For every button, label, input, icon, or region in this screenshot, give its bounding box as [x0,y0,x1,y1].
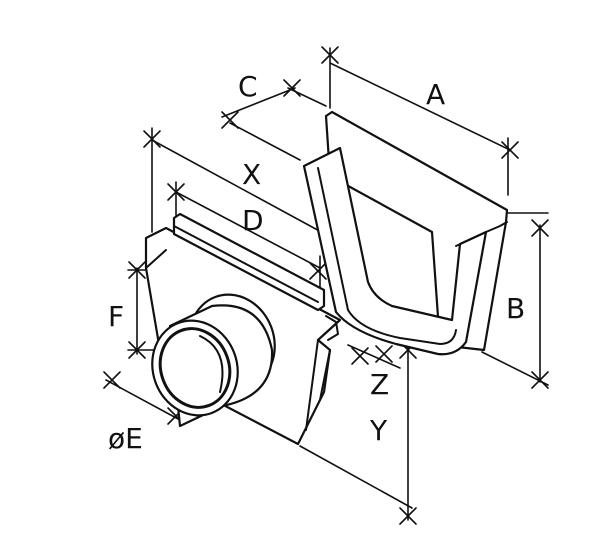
tick [128,261,146,279]
dimension-ticks [103,46,549,525]
dim-a-line [329,62,511,151]
dim-b-ext [481,351,549,386]
end-cap-lip [455,231,487,247]
tick [221,111,239,129]
label-b: B [506,292,525,325]
tick [351,347,369,365]
label-a: A [426,78,445,111]
label-f: F [108,300,124,333]
tick [143,130,161,148]
pipe-spigot [151,293,276,428]
label-z: Z [370,368,389,401]
outlet-side-face [305,339,331,431]
pipe-inner-ring [158,327,232,409]
tick [531,371,549,389]
tick [531,219,549,237]
dim-c-ext [229,122,301,161]
end-cap-inner-line [317,167,457,345]
tick [501,141,519,159]
label-y: Y [369,414,388,447]
tick [128,341,146,359]
pipe-inner-shadow [199,335,224,393]
label-e: øE [108,422,143,455]
dim-z-line [347,344,401,369]
tick [399,507,417,525]
tick [103,371,121,389]
end-cap-channel [302,146,488,356]
tick [283,79,301,97]
dimension-labels: A B C D øE F X Y Z [108,70,525,455]
label-d: D [242,204,264,237]
outlet-top-rail-edge [173,225,319,303]
tick [167,183,185,201]
label-c: C [238,70,258,103]
dim-y-ext [299,445,413,509]
label-x: X [242,158,261,191]
tick [321,46,339,64]
outlet-side-edge [145,249,167,269]
end-cap-lip [485,221,508,233]
dim-x-line [151,139,337,241]
dim-d-line [175,191,321,269]
pipe-front-ring [151,319,239,417]
outlet-tab [325,315,339,341]
tick [375,345,393,363]
end-cap [302,110,509,356]
dim-c-line [221,87,296,118]
tick [309,262,327,280]
